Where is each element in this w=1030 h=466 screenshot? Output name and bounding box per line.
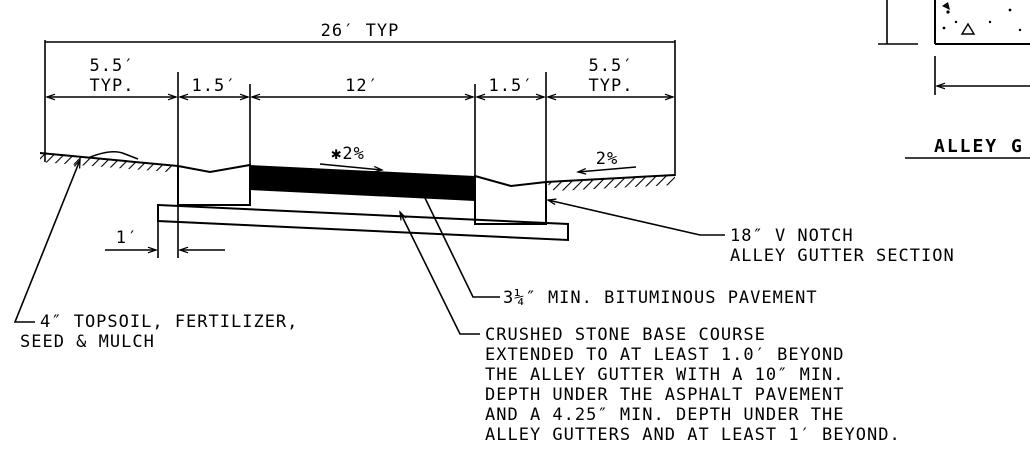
- shoulder-right-width: 5.5′: [589, 56, 634, 76]
- callout-topsoil-line2: SEED & MULCH: [20, 332, 155, 352]
- base-extension-label: 1′: [116, 228, 138, 248]
- sub-dimension-row: 5.5′ TYP. 1.5′ 12′ 1.5′ 5.5′ TYP.: [45, 56, 675, 205]
- callout-base-line3: THE ALLEY GUTTER WITH A 10″ MIN.: [485, 365, 845, 385]
- leader-pavement: [424, 197, 500, 298]
- pavement-slope: ✱2%: [319, 144, 384, 173]
- shoulder-right-slope: 2%: [576, 149, 637, 175]
- overall-dimension-label: 26′ TYP: [321, 21, 400, 41]
- partial-gutter-detail: [878, 0, 1030, 95]
- shoulder-left-width: 5.5′: [90, 56, 135, 76]
- pavement-slope-label: ✱2%: [331, 144, 365, 164]
- shoulder-left-typ: TYP.: [90, 76, 135, 96]
- concrete-aggregate-marks: [942, 2, 1022, 35]
- ground-left: [39, 150, 179, 172]
- callout-topsoil-line1: 4″ TOPSOIL, FERTILIZER,: [40, 312, 298, 332]
- gutter-right-width: 1.5′: [489, 76, 534, 96]
- gutter-left-width: 1.5′: [192, 76, 237, 96]
- shoulder-right-typ: TYP.: [589, 76, 634, 96]
- base-extension-dimension: 1′: [105, 205, 225, 258]
- alley-gutter-right: [474, 174, 547, 225]
- ground-right: [545, 174, 676, 191]
- callout-base-line2: EXTENDED TO AT LEAST 1.0′ BEYOND: [485, 345, 845, 365]
- leader-base: [399, 210, 480, 335]
- detail-title-partial: ALLEY G: [934, 136, 1024, 157]
- shoulder-right-slope-label: 2%: [596, 149, 618, 169]
- alley-gutter-left: [177, 163, 251, 206]
- callout-base-line6: ALLEY GUTTERS AND AT LEAST 1′ BEYOND.: [485, 425, 901, 445]
- overall-dimension: 26′ TYP: [44, 21, 676, 176]
- bituminous-pavement: [250, 165, 475, 201]
- callout-gutter-line1: 18″ V NOTCH: [730, 226, 854, 246]
- crushed-stone-base: [157, 203, 569, 242]
- callout-base-line4: DEPTH UNDER THE ASPHALT PAVEMENT: [485, 385, 845, 405]
- callout-base-line5: AND A 4.25″ MIN. DEPTH UNDER THE: [485, 405, 845, 425]
- callout-pavement: 3¼″ MIN. BITUMINOUS PAVEMENT: [503, 288, 818, 308]
- callout-base-line1: CRUSHED STONE BASE COURSE: [485, 325, 766, 345]
- leader-gutter: [546, 198, 725, 236]
- leader-topsoil: [13, 158, 81, 323]
- pavement-width: 12′: [345, 76, 379, 96]
- callout-gutter-line2: ALLEY GUTTER SECTION: [730, 246, 955, 266]
